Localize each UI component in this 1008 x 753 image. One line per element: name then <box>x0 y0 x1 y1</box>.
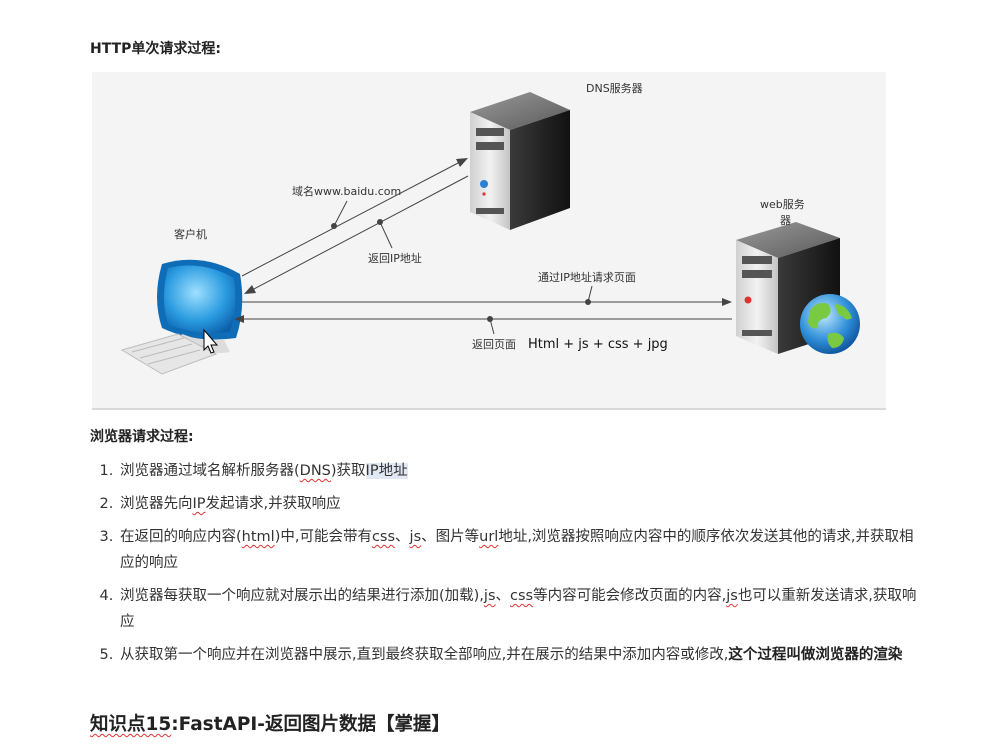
mouse-cursor-icon <box>203 328 219 354</box>
browser-steps-list: 浏览器通过域名解析服务器(DNS)获取IP地址 浏览器先向IP发起请求,并获取响… <box>90 458 928 675</box>
section-title-http: HTTP单次请求过程: <box>90 41 221 57</box>
list-item: 浏览器每获取一个响应就对展示出的结果进行添加(加载),js、css等内容可能会修… <box>118 583 928 635</box>
client-label: 客户机 <box>174 227 207 241</box>
list-item: 从获取第一个响应并在浏览器中展示,直到最终获取全部响应,并在展示的结果中添加内容… <box>118 642 928 668</box>
list-item: 浏览器先向IP发起请求,并获取响应 <box>118 491 928 517</box>
list-item: 在返回的响应内容(html)中,可能会带有css、js、图片等url地址,浏览器… <box>118 524 928 576</box>
list-item: 浏览器通过域名解析服务器(DNS)获取IP地址 <box>118 458 928 484</box>
arrow-request-page <box>242 285 732 306</box>
arrow-domain-request <box>241 158 468 277</box>
dns-server-label: DNS服务器 <box>586 82 643 95</box>
web-server-label-2: 器 <box>780 214 791 227</box>
return-ip-label: 返回IP地址 <box>368 251 422 265</box>
globe-icon <box>800 294 860 354</box>
dns-server-icon <box>470 92 570 230</box>
return-page-label: 返回页面 <box>472 338 516 351</box>
domain-label: 域名www.baidu.com <box>292 184 401 198</box>
arrow-return-ip <box>244 175 469 294</box>
http-request-diagram: DNS服务器 web服务 器 客户机 域名www.baidu.com <box>92 72 886 410</box>
section-title-browser: 浏览器请求过程: <box>90 429 194 445</box>
return-page-detail: Html + js + css + jpg <box>528 337 668 352</box>
request-page-label: 通过IP地址请求页面 <box>538 270 636 284</box>
web-server-label-1: web服务 <box>760 198 805 211</box>
client-computer-icon <box>120 259 243 375</box>
section-title-knowledge-point: 知识点15:FastAPI-返回图片数据【掌握】 <box>90 714 450 735</box>
arrow-return-page <box>234 315 732 335</box>
